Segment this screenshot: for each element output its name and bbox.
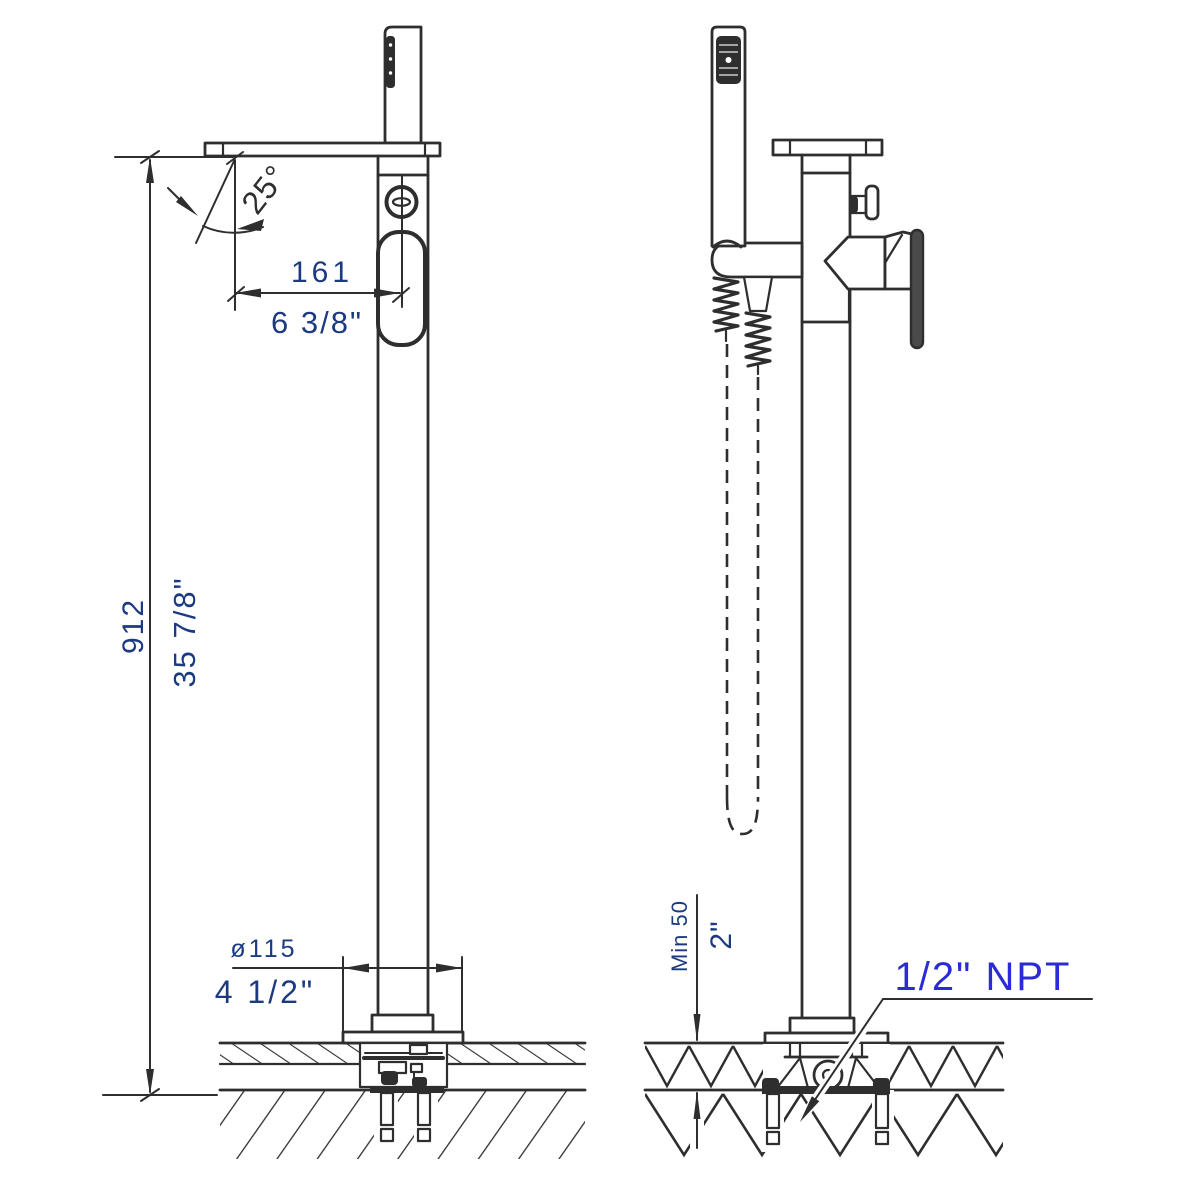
anchor-bolt [765,1092,781,1130]
dim-reach-mm: 161 [291,256,353,289]
hand-shower-spray-face-front [386,36,395,88]
dim-base-diameter: ø115 4 1/2" [215,935,463,1032]
base-collar-side [788,1016,856,1035]
base-collar-front [370,1013,435,1034]
side-faucet [710,25,925,1045]
anchor-bolt [416,1091,432,1127]
lever-handle-side [823,228,925,350]
callout-npt: 1/2" NPT [800,955,1093,1122]
diverter-knob-front [384,175,419,308]
dim-angle: 25° [167,151,294,311]
hose-spring-left [712,276,740,333]
diverter-knob-side [849,184,880,221]
base-flange-side [763,1031,890,1045]
dim-height-mm: 912 [117,598,150,654]
side-dimensions: Min 50 2" 1/2" NPT [667,894,1093,1149]
tub-spout-side [710,241,804,279]
dim-floor-thickness: Min 50 2" [667,894,738,1149]
top-flange-side [771,138,884,157]
dim-base-in: 4 1/2" [215,974,316,1010]
dim-spout-reach: 161 6 3/8" [227,256,410,340]
handle-disc [909,228,925,350]
anchor-bolt [379,1091,395,1127]
dim-reach-in: 6 3/8" [271,305,363,340]
wand-cradle [711,239,743,249]
dim-height: 912 35 7/8" [102,150,234,1102]
lever-handle-front [376,230,427,347]
dim-angle-label: 25° [234,158,294,221]
side-view: Min 50 2" 1/2" NPT [643,25,1093,1158]
npt-label: 1/2" NPT [895,955,1072,999]
base-flange-front [341,1030,465,1045]
top-plate [203,141,442,158]
side-floor-lower-hatch [645,1091,1003,1158]
front-floor-lower-hatch [220,1091,585,1159]
hose-nut [742,275,774,313]
dim-min-depth-mm: Min 50 [667,900,692,972]
dim-height-in: 35 7/8" [167,576,202,687]
hand-shower-hose [725,344,760,836]
front-underfloor-mount [358,1041,449,1145]
front-view: 912 35 7/8" 25° 161 [102,25,587,1159]
hose-connectors [712,275,774,376]
mounting-bar-front [370,1086,444,1093]
front-faucet [203,25,465,1045]
front-dimensions: 912 35 7/8" 25° 161 [102,150,463,1102]
hose-spring-right [744,311,772,368]
dim-base-mm: ø115 [230,935,297,963]
dim-min-depth-in: 2" [705,920,738,949]
anchor-bolt [874,1092,890,1130]
